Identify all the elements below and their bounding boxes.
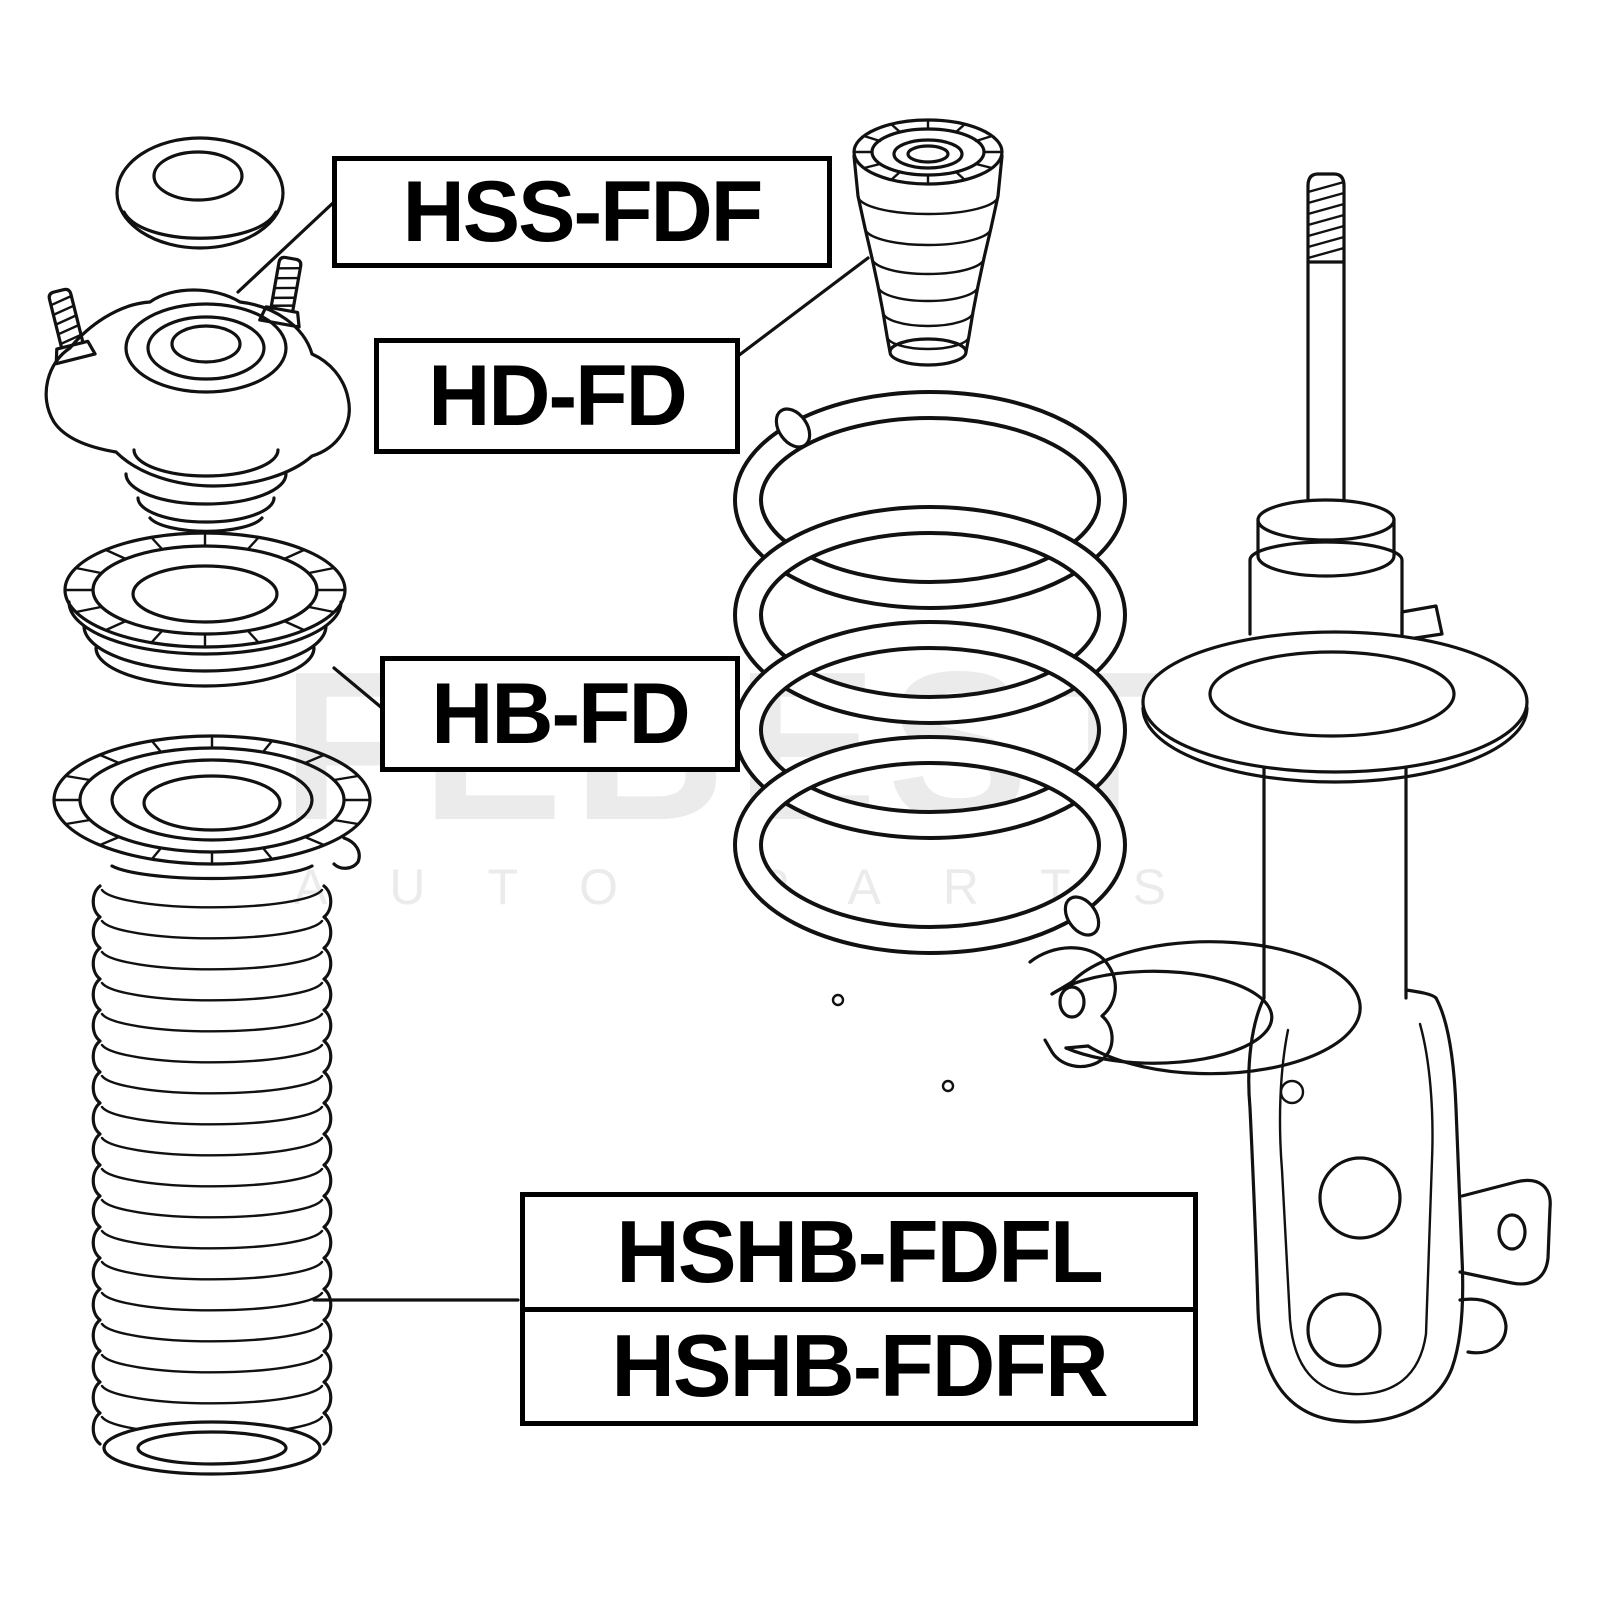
label-hb-fd: HB-FD (380, 656, 740, 772)
lower-spring-seat-drawing (831, 940, 1362, 1093)
spring-seat-drawing (52, 734, 372, 870)
shock-absorber-drawing (1141, 172, 1552, 1424)
label-hshb-group: HSHB-FDFL HSHB-FDFR (520, 1192, 1198, 1426)
bearing-serration-ticks (63, 531, 347, 649)
label-hd-fd: HD-FD (374, 338, 740, 454)
bump-stop-serration-ticks (852, 118, 1004, 186)
label-hshb-fdfr: HSHB-FDFR (525, 1306, 1193, 1422)
watermark-subtitle-text: AUTO PARTS (294, 859, 1228, 915)
leader-lines (236, 200, 870, 1302)
strut-mount-drawing (44, 255, 351, 533)
label-hshb-fdfr-text: HSHB-FDFR (611, 1316, 1108, 1416)
label-hd-fd-text: HD-FD (428, 348, 687, 444)
label-hss-fdf-text: HSS-FDF (402, 164, 764, 260)
label-hss-fdf: HSS-FDF (332, 156, 832, 268)
seat-serration-ticks (52, 734, 372, 866)
bump-stop-drawing (852, 118, 1004, 367)
label-hb-fd-text: HB-FD (431, 666, 690, 762)
boot-rib-lines (100, 888, 324, 1436)
label-hshb-fdfl: HSHB-FDFL (525, 1197, 1193, 1307)
strut-mount-cap-drawing (115, 136, 285, 250)
coil-spring-drawing (733, 390, 1127, 955)
dust-boot-drawing (91, 864, 333, 1476)
strut-bearing-drawing (63, 531, 347, 688)
label-hshb-fdfl-text: HSHB-FDFL (616, 1201, 1103, 1301)
bump-stop-rib-lines (856, 194, 1000, 351)
rod-thread-lines (1306, 180, 1346, 260)
